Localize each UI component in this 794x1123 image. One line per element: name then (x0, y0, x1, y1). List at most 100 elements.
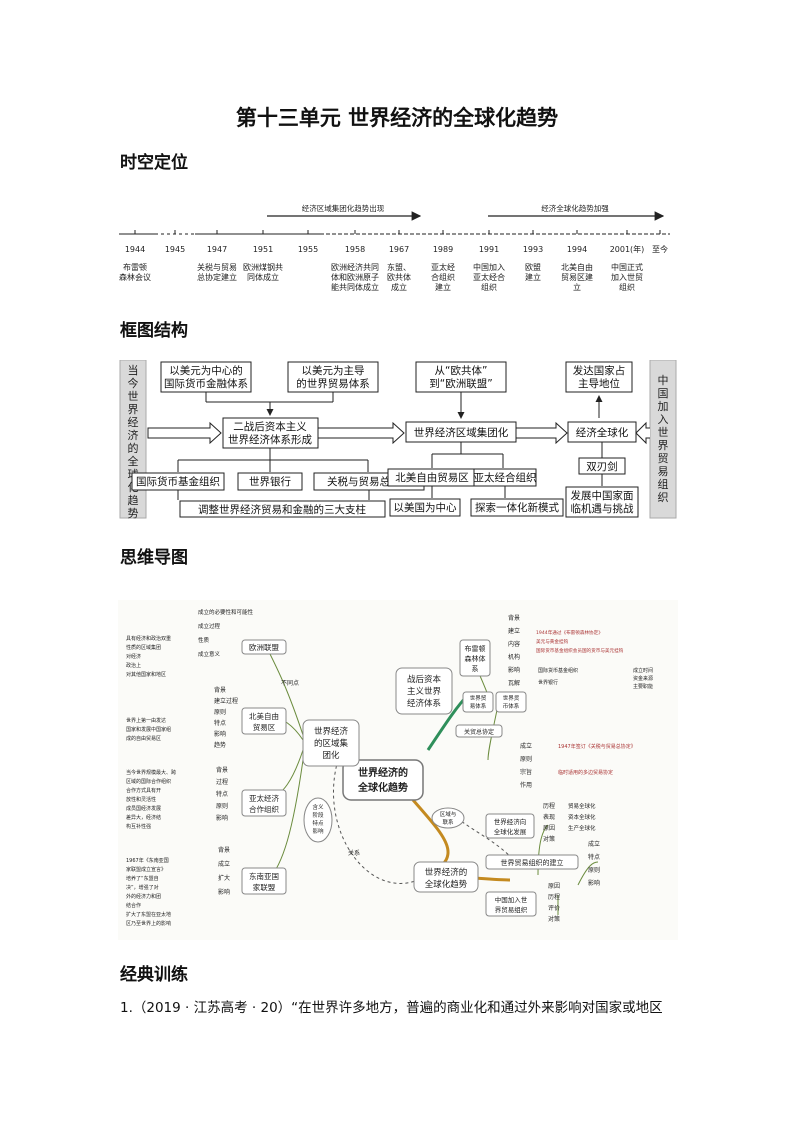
fw-left-char: 今 (128, 376, 139, 390)
mm-gatt-item: 成立 (520, 742, 532, 750)
fw-developed-l2: 主导地位 (578, 377, 620, 390)
fw-left-char: 经 (128, 416, 139, 429)
timeline-year-label: 1944 (125, 245, 145, 254)
fw-org-imf: 国际货币基金组织 (136, 475, 220, 488)
mm-asean-l1: 东南亚国 (249, 871, 279, 881)
mm-apec-sub: 当今世界规模最大、跨区域的国际合作组织合作方式具有开放性和灵活性成员国经济发展差… (126, 769, 176, 830)
mm-gdev-item: 对策 (543, 835, 555, 843)
fw-three-pillars: 调整世界经济贸易和金融的三大支柱 (198, 503, 366, 516)
fw-left-char: 趋 (128, 494, 139, 507)
mm-asean-item: 扩大 (218, 874, 230, 882)
fw-imf-center-l2: 国际货币金融体系 (164, 377, 248, 390)
mm-asean-item: 成立 (218, 860, 230, 868)
timeline-event-text: 欧盟 (525, 262, 541, 272)
mm-eu-sub: 对其他国家和地区 (126, 671, 166, 678)
mm-bretton-l3: 系 (472, 664, 479, 673)
mm-bretton-sub: 美元与黄金挂钩 (536, 638, 569, 645)
mm-wto-item: 原则 (588, 866, 600, 874)
mm-china-item: 评价 (548, 904, 560, 912)
mm-apec-item: 影响 (216, 814, 228, 822)
timeline-year-label: 1967 (389, 245, 409, 254)
mm-nafta-item: 背景 (214, 686, 226, 694)
timeline-event-text: 欧洲煤钢共 (243, 262, 283, 272)
mm-gdev-item: 原因 (543, 825, 555, 832)
mm-apec-sub: 放性和灵活性 (126, 796, 156, 803)
mm-bretton-sub: 主要职能 (633, 683, 653, 690)
mm-china-item: 历程 (548, 893, 560, 901)
mm-apec-item: 特点 (216, 790, 228, 798)
mm-wto: 世界贸易组织的建立 (501, 858, 564, 867)
mm-apec-sub: 合作方式具有开 (126, 787, 161, 794)
mm-asean-item: 背景 (218, 846, 230, 854)
timeline-year-label: 1991 (479, 245, 499, 254)
timeline-event-text: 加入世贸 (611, 272, 643, 282)
mm-nafta-sub: 成的自由贸易区 (126, 735, 161, 742)
timeline-event-text: 能共同体成立 (331, 282, 379, 292)
mm-diff: 不同点 (281, 679, 299, 687)
timeline-event-text: 东盟、 (387, 262, 411, 272)
timeline-year-label: 1945 (165, 245, 185, 254)
mm-apec-item: 原则 (216, 802, 228, 810)
mm-asean-sub: 区乃至世界上的影响 (126, 920, 171, 927)
mm-asean-sub: 1967年《东南亚国家联盟成立宣言》培养了“东盟自决”，增强了对外的经济力和团结… (126, 857, 171, 927)
mm-eu-item: 成立过程 (198, 622, 221, 630)
fw-left-char: 济 (128, 428, 139, 442)
timeline-event-text: 布雷顿 (123, 262, 147, 272)
timeline-phase1: 经济区域集团化趋势出现 (302, 203, 385, 213)
mm-bretton-sub: 1944年通过《布雷顿森林协定》 (536, 629, 603, 636)
mm-bretton-sub: 1944年通过《布雷顿森林协定》美元与黄金挂钩国际货币基金组织会员国的货币与美元… (536, 629, 653, 690)
mm-bretton-sub: 国际货币基金组织 (538, 667, 578, 674)
mm-regional-l2: 的区域集 (314, 738, 349, 749)
timeline-year-label: 1994 (567, 245, 587, 254)
fw-globalization: 经济全球化 (576, 426, 629, 439)
mm-nafta-item: 特点 (214, 719, 226, 727)
mm-wto-item: 影响 (588, 879, 600, 887)
mm-nafta-l1: 北美自由 (249, 711, 279, 721)
fw-right-char: 加 (658, 400, 669, 413)
mm-bretton-item: 影响 (508, 666, 520, 674)
section-heading-timeline: 时空定位 (120, 153, 188, 173)
mm-eu-item: 性质 (198, 636, 210, 644)
mm-eu-item: 成立的必要性和可能性 (198, 608, 254, 616)
fw-left-char: 世 (128, 390, 139, 403)
timeline-event-text: 欧共体 (387, 272, 411, 282)
mm-bretton-sub: 成立时间 (633, 667, 653, 674)
timeline-event-text: 贸易区建 (561, 272, 593, 282)
fw-nafta: 北美自由贸易区 (395, 471, 469, 484)
fw-left-char: 界 (128, 403, 139, 416)
fw-left-char: 全 (128, 454, 139, 468)
mm-asean-sub: 1967年《东南亚国 (126, 857, 169, 864)
timeline-event-text: 关税与贸易 (197, 262, 237, 272)
timeline-year-label: 1989 (433, 245, 453, 254)
fw-org-wb: 世界银行 (249, 475, 291, 488)
mm-wto-item: 特点 (588, 853, 600, 861)
mm-eu-sub: 具有经济和政治双重 (126, 635, 171, 642)
mm-apec-item: 过程 (216, 778, 228, 786)
mm-china-item: 原因 (548, 883, 560, 890)
timeline-year-label: 1947 (207, 245, 227, 254)
fw-ec-eu-l1: 从“欧共体” (435, 365, 488, 377)
timeline-event-text: 中国加入 (473, 262, 505, 272)
fw-left-char: 当 (128, 363, 139, 377)
timeline-year-label: 1993 (523, 245, 543, 254)
timeline-event-text: 成立 (391, 282, 407, 292)
mm-bretton-l2: 森林体 (465, 654, 486, 663)
fw-apec: 亚太经合组织 (474, 471, 537, 484)
fw-right-char: 中 (658, 374, 669, 387)
section-heading-exercise: 经典训练 (120, 965, 188, 985)
mm-apec-sub: 区域的国际合作组织 (126, 778, 171, 785)
fw-trade-l2: 的世界贸易体系 (296, 377, 370, 390)
mm-nafta-item: 建立过程 (214, 697, 238, 705)
fw-right-char: 贸 (658, 452, 669, 465)
mm-apec-sub: 当今世界规模最大、跨 (126, 769, 176, 776)
fw-developed-l1: 发达国家占 (573, 364, 626, 377)
mm-wto-item: 成立 (588, 840, 600, 848)
mm-asean-item: 影响 (218, 888, 230, 896)
timeline-event-text: 组织 (619, 282, 635, 292)
